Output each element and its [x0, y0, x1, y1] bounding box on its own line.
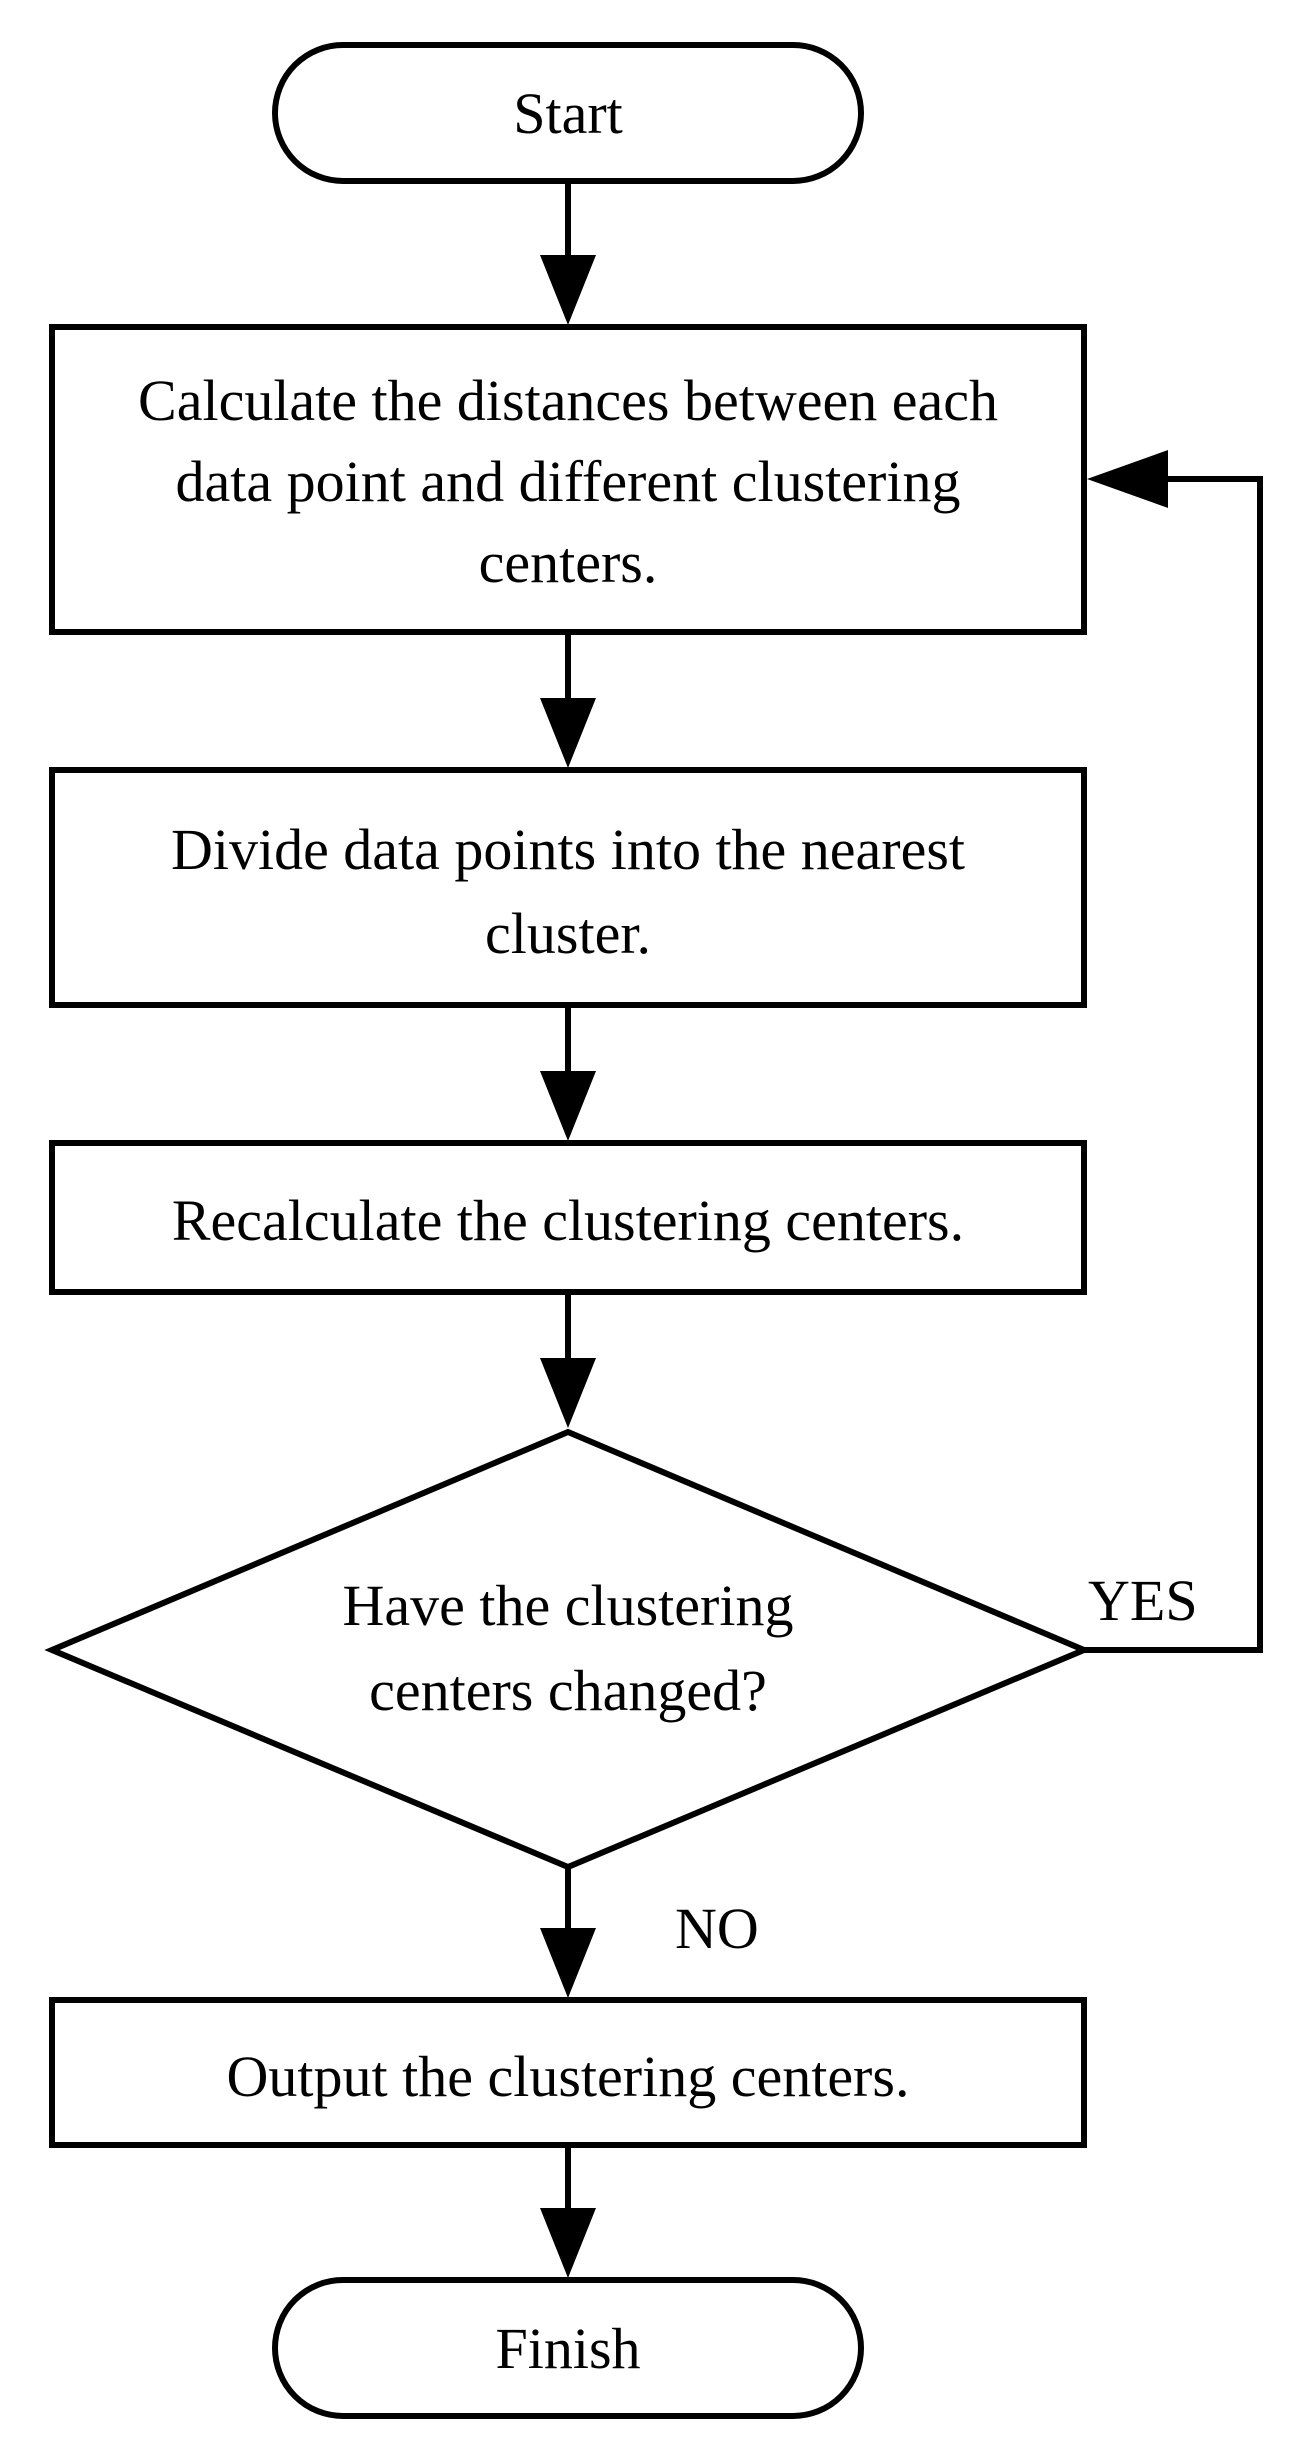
- output-centers-box: [49, 1997, 1087, 2148]
- yes-label: YES: [1088, 1568, 1198, 1633]
- calculate-distances-line-3: centers.: [479, 530, 658, 595]
- start-label: Start: [513, 81, 623, 146]
- no-label: NO: [675, 1896, 759, 1961]
- decision-centers-changed: Have the clustering centers changed?: [44, 1428, 1092, 1871]
- calculate-distances-box: [49, 324, 1087, 635]
- process-recalculate-centers: Recalculate the clustering centers.: [49, 1140, 1087, 1295]
- process-output-centers: Output the clustering centers.: [49, 1997, 1087, 2148]
- process-calculate-distances: Calculate the distances between each dat…: [49, 324, 1087, 635]
- divide-data-points-line-1: Divide data points into the nearest: [171, 817, 965, 882]
- arrow-output-to-finish: [540, 2145, 596, 2278]
- arrow-yes-loop: [1084, 450, 1263, 1653]
- arrow-start-to-distances: [540, 181, 596, 325]
- finish-terminal: Finish: [272, 2277, 864, 2419]
- decision-line-2: centers changed?: [369, 1658, 767, 1723]
- arrow-recalculate-to-decision: [540, 1292, 596, 1428]
- finish-label: Finish: [495, 2316, 640, 2381]
- process-divide-data-points: Divide data points into the nearest clus…: [49, 767, 1087, 1008]
- arrow-distances-to-divide: [540, 632, 596, 768]
- recalculate-centers-label: Recalculate the clustering centers.: [172, 1188, 964, 1253]
- arrow-divide-to-recalculate: [540, 1005, 596, 1141]
- output-centers-label: Output the clustering centers.: [227, 2044, 910, 2109]
- decision-diamond: [44, 1428, 1092, 1871]
- start-terminal: Start: [272, 42, 864, 184]
- calculate-distances-line-1: Calculate the distances between each: [138, 368, 998, 433]
- decision-line-1: Have the clustering: [343, 1573, 794, 1638]
- arrow-no-to-output: [540, 1867, 596, 1998]
- divide-data-points-line-2: cluster.: [485, 901, 651, 966]
- recalculate-centers-box: [49, 1140, 1087, 1295]
- divide-data-points-box: [49, 767, 1087, 1008]
- finish-shape: [272, 2277, 864, 2419]
- calculate-distances-line-2: data point and different clustering: [176, 449, 961, 514]
